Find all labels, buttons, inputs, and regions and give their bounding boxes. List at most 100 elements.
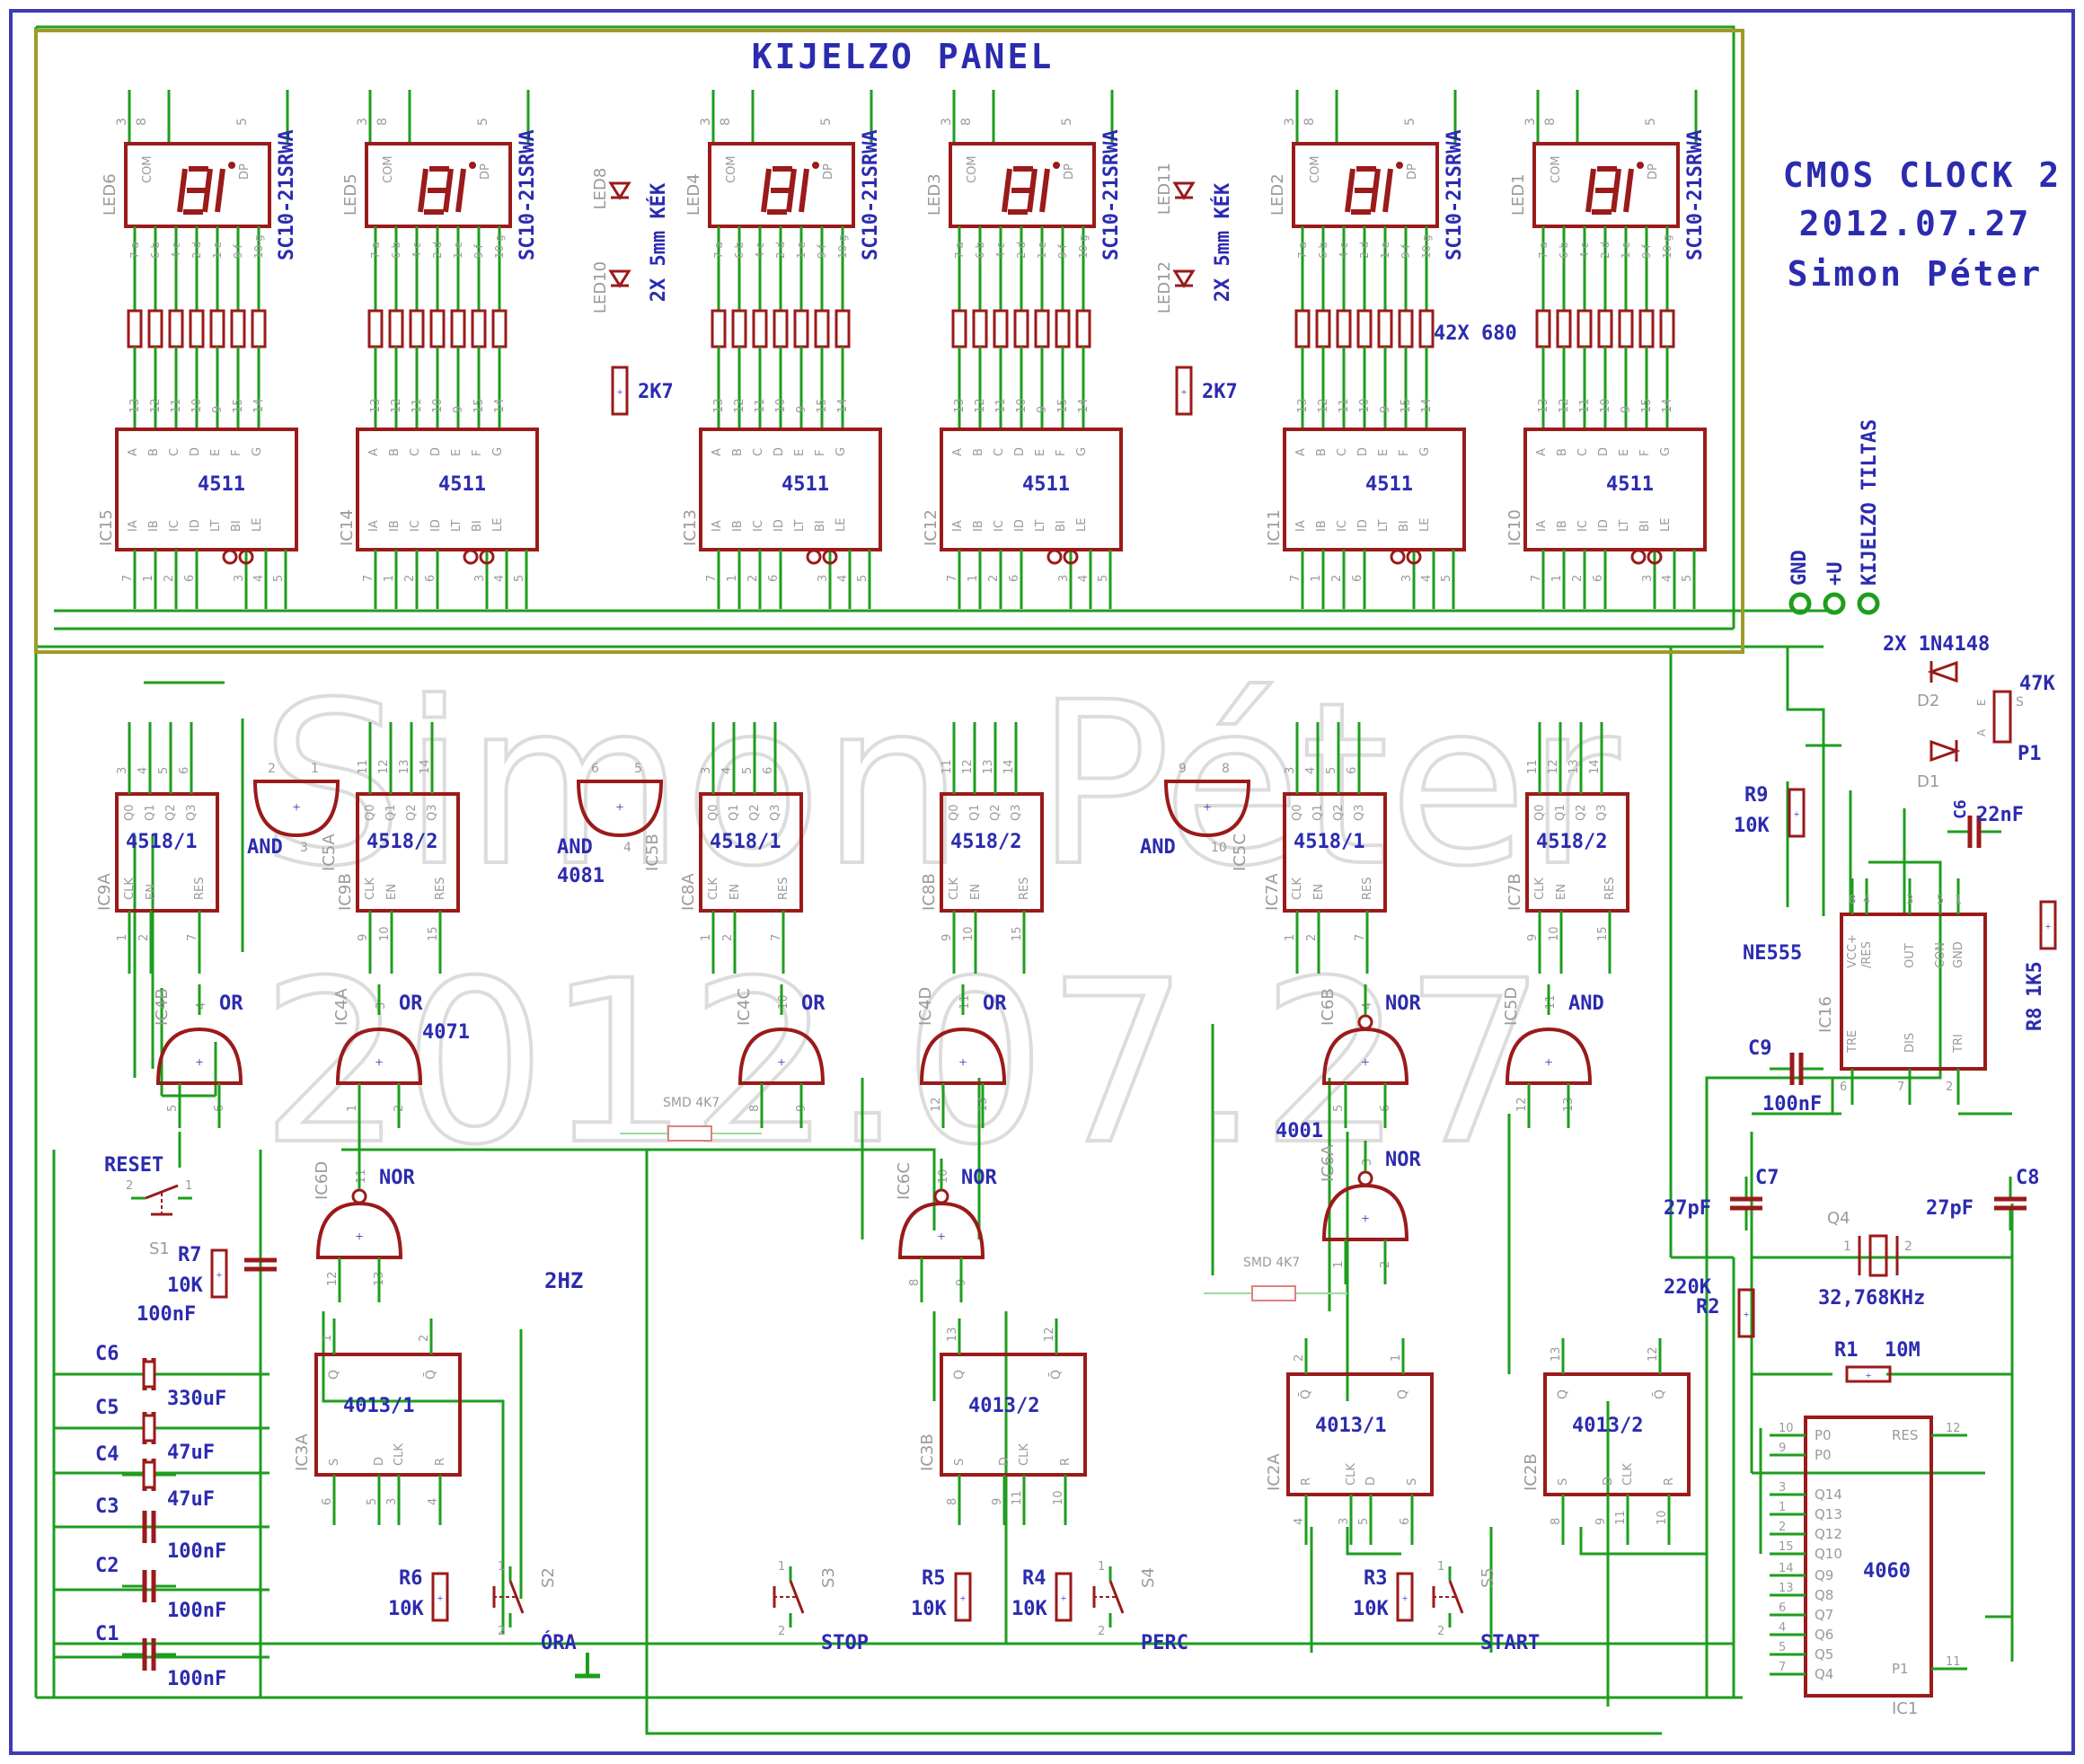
xtal-value: 32,768KHz <box>1818 1287 1925 1310</box>
ic4060-left-pin: 2 <box>1779 1521 1786 1534</box>
counter-bottom-pin: 7 <box>770 934 783 941</box>
decoder-top-pin: 15 <box>1056 398 1070 413</box>
gate-ic4d: ORIC4D111213 <box>916 984 1007 1128</box>
display-seg-pin: 9 f <box>232 244 244 259</box>
display-seg-pin: 9 f <box>1400 244 1412 259</box>
counter-top-pin: 4 <box>720 767 734 774</box>
segment-resistor <box>1618 309 1634 348</box>
counter-top-pin: 6 <box>762 767 775 774</box>
counter-bottom-name: RES <box>193 878 207 901</box>
counter-bottom-name: EN <box>729 884 742 900</box>
connector-gnd: GND <box>1788 550 1811 586</box>
gate-pin-out: 11 <box>958 994 972 1010</box>
decoder-bottom-pin: 6 <box>424 575 437 582</box>
display-seg-pin: 1 e <box>795 242 808 259</box>
gate-part: 4001 <box>1276 1120 1323 1142</box>
decoder-ref: IC10 <box>1506 509 1524 546</box>
decoder-bottom-pin: 1 <box>726 575 739 582</box>
decoder-top-name: C <box>1336 448 1349 456</box>
gate-pin-a: 8 <box>748 1105 762 1112</box>
display-pin-5: 5 <box>476 118 490 126</box>
decoder-bottom-name: ID <box>1356 519 1370 532</box>
display-seg-pin: 6 b <box>390 242 402 259</box>
decoder-top-pin: 12 <box>1558 398 1571 413</box>
led-group-left: LED8 LED10 2X 5mm KÉK 2K7 <box>591 168 674 416</box>
decoder-top-pin: 15 <box>472 398 486 413</box>
ic4060-left-name: Q7 <box>1815 1607 1833 1623</box>
display-part-number: SC10-21SRWA <box>1444 129 1466 260</box>
ic5b-pin-a: 6 <box>591 762 599 776</box>
display-seg-pin: 9 f <box>472 244 485 259</box>
decoder-top-name: G <box>1659 447 1673 456</box>
display-panel <box>34 29 1744 654</box>
display-seg-pin: 1 e <box>211 242 224 259</box>
flipflop-bottom-pin: 10 <box>1656 1510 1669 1525</box>
ic4060-left-name: Q6 <box>1815 1627 1833 1643</box>
display-seg-pin: 2 d <box>431 242 444 259</box>
flipflop-bottom-pin: 3 <box>1338 1518 1351 1525</box>
c8-ref: C8 <box>2016 1167 2040 1189</box>
gate-pin-out: 4 <box>195 1002 208 1010</box>
gate-part: 4071 <box>422 1021 470 1044</box>
decoder-top-name: E <box>450 449 464 456</box>
r1-ref: R1 <box>1834 1339 1859 1362</box>
decoder-top-pin: 10 <box>431 398 445 413</box>
display-seg-pin: 9 f <box>816 244 828 259</box>
gate-ic5d: ANDIC5D111213 <box>1502 984 1604 1128</box>
display-pin-com: 3 <box>115 118 129 126</box>
ic4060-left-name: Q4 <box>1815 1666 1833 1682</box>
c7-ref: C7 <box>1755 1167 1779 1189</box>
gate-label: OR <box>983 992 1007 1015</box>
ic4060-left-name: P0 <box>1815 1447 1832 1463</box>
flipflop-ref: IC3A <box>293 1433 312 1471</box>
gate-pin-a: 5 <box>1332 1105 1346 1112</box>
counter-ref: IC9A <box>95 873 114 911</box>
ic4060-left-pin: 13 <box>1779 1582 1794 1595</box>
decoder-bottom-pin: 1 <box>967 575 980 582</box>
gate-label: OR <box>219 992 243 1015</box>
segment-resistor <box>814 309 830 348</box>
gate-pin-out: 4 <box>1361 1002 1374 1010</box>
segment-resistor <box>1294 309 1311 348</box>
decoder-top-pin: 9 <box>1379 406 1392 413</box>
decoder-type: 4511 <box>198 473 245 496</box>
counter-bottom-pin: 1 <box>116 934 129 941</box>
counter-top-name: Q1 <box>968 804 982 821</box>
switch-label: RESET <box>104 1154 163 1177</box>
counter-top-pin: 6 <box>1346 767 1359 774</box>
display-com-label: COM <box>1550 155 1563 183</box>
counter-top-pin: 12 <box>377 759 391 774</box>
resistor-ref: R7 <box>178 1244 202 1266</box>
title-line-2: 2012.07.27 <box>1799 204 2032 243</box>
segment-resistor <box>993 309 1009 348</box>
display-seg-pin: 4 c <box>754 243 766 259</box>
counter-bottom-pin: 9 <box>1526 934 1540 941</box>
switch-pin-1: 1 <box>498 1560 505 1574</box>
flipflop-ref: IC3B <box>918 1433 937 1471</box>
decoder-bottom-pin: 4 <box>252 575 266 582</box>
counter-top-pin: 11 <box>357 759 370 774</box>
counter-top-name: Q2 <box>1332 804 1346 821</box>
counter-top-name: Q3 <box>1595 804 1609 821</box>
counter-ref: IC8A <box>679 873 698 911</box>
flipflop-top-pin: 2 <box>418 1335 431 1342</box>
display-dp-label: DP <box>1063 163 1076 180</box>
counter-bottom-name: RES <box>1361 878 1374 901</box>
counter-bottom-name: EN <box>969 884 983 900</box>
ic4060-left-name: Q14 <box>1815 1486 1842 1503</box>
display-seg-pin: 10 g <box>493 234 506 259</box>
ic5a-ref: IC5A <box>320 833 339 871</box>
decoder-bottom-pin: 7 <box>705 575 719 582</box>
counter-bottom-pin: 2 <box>721 934 735 941</box>
decoder-top-name: F <box>230 450 243 456</box>
ic4060-ref: IC1 <box>1892 1699 1918 1718</box>
counter-bottom-name: EN <box>145 884 158 900</box>
flipflop-bottom-pin: 10 <box>1052 1490 1065 1505</box>
display-pin-com: 3 <box>699 118 713 126</box>
decoder-top-pin: 14 <box>836 398 850 413</box>
